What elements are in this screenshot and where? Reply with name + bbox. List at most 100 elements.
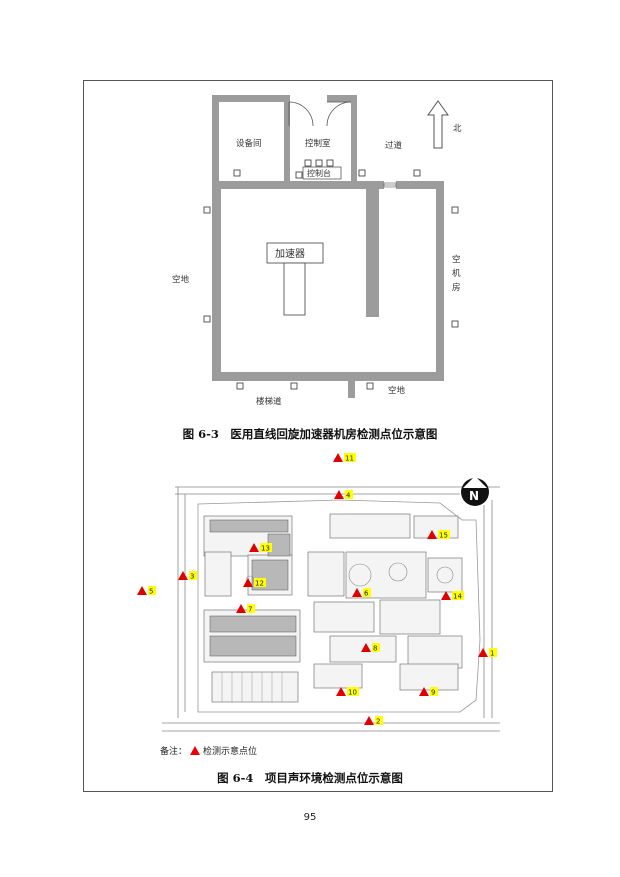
marker-label-bg (260, 543, 272, 552)
detection-point-square (451, 206, 459, 214)
detection-marker-15: 15 (427, 530, 450, 540)
marker-number: 15 (439, 532, 448, 540)
stairway-label: 楼梯道 (256, 396, 282, 407)
detection-markers: 11 4 15 13 3 12 5 6 14 7 8 1 10 9 2 (137, 453, 497, 726)
building-block (413, 515, 459, 539)
detection-marker-10: 10 (336, 687, 359, 697)
marker-triangle-icon (178, 571, 188, 580)
detection-marker-11: 11 (333, 453, 356, 463)
detection-point-square (413, 169, 421, 177)
ac-room-label-2: 机 (452, 268, 461, 279)
marker-legend-icon (190, 746, 201, 755)
marker-label-bg (372, 643, 380, 652)
detection-marker-2: 2 (364, 716, 383, 726)
north-label: 北 (453, 124, 462, 134)
landscape-circle (388, 562, 408, 582)
building-block (407, 635, 463, 669)
marker-triangle-icon (137, 586, 147, 595)
marker-label-bg (363, 588, 371, 597)
detection-marker-7: 7 (236, 604, 255, 614)
marker-label-bg (430, 687, 438, 696)
marker-number: 4 (346, 492, 351, 500)
marker-label-bg (345, 490, 353, 499)
marker-number: 6 (364, 590, 369, 598)
console-box (302, 166, 342, 180)
marker-number: 2 (376, 718, 380, 726)
building-block (204, 551, 232, 597)
svg-text:N: N (469, 489, 479, 503)
marker-triangle-icon (236, 604, 246, 613)
accelerator-label: 加速器 (275, 248, 305, 260)
marker-number: 9 (431, 689, 435, 697)
legend-note: 备注： 检测示意点位 (160, 744, 257, 757)
marker-triangle-icon (419, 687, 429, 696)
marker-number: 11 (345, 455, 354, 463)
detection-point-square (326, 159, 334, 167)
figure-6-3-floor-plan: 北 设备间 控制室 过道 控制台 加速器 空地 空 机 房 楼梯道 空地 (172, 95, 462, 407)
open-space-bottom-label: 空地 (388, 385, 406, 396)
marker-triangle-icon (361, 643, 371, 652)
wall-segment (212, 372, 444, 381)
marker-label-bg (254, 578, 266, 587)
detection-marker-5: 5 (137, 586, 156, 596)
marker-label-bg (375, 716, 383, 725)
building-block (345, 551, 427, 599)
marker-label-bg (438, 530, 450, 539)
door-arc (288, 101, 314, 127)
marker-number: 5 (149, 588, 153, 596)
figure-6-3-caption: 图 6-3 医用直线回旋加速器机房检测点位示意图 (182, 427, 438, 441)
detection-marker-14: 14 (441, 591, 464, 601)
detection-marker-1: 1 (478, 648, 497, 658)
note-prefix: 备注： (160, 747, 188, 757)
wall-segment (284, 95, 290, 187)
detection-point-square (290, 382, 298, 390)
landscape-circle (348, 563, 372, 587)
open-space-left-label: 空地 (172, 274, 190, 285)
marker-triangle-icon (364, 716, 374, 725)
marker-triangle-icon (427, 530, 437, 539)
marker-triangle-icon (334, 490, 344, 499)
corridor-label: 过道 (385, 140, 403, 151)
marker-label-bg (189, 571, 197, 580)
detection-marker-9: 9 (419, 687, 438, 697)
detection-point-square (451, 320, 459, 328)
wall-segment (348, 378, 355, 398)
detection-point-square (304, 159, 312, 167)
page-frame (83, 80, 553, 792)
wall-segment (212, 95, 219, 187)
marker-number: 7 (248, 606, 252, 614)
hatched-roof (209, 615, 297, 633)
note-text: 检测示意点位 (203, 747, 258, 757)
parking-area (211, 671, 299, 703)
marker-number: 12 (255, 580, 264, 588)
marker-label-bg (452, 591, 464, 600)
marker-number: 3 (190, 573, 194, 581)
treatment-couch (283, 262, 306, 316)
marker-number: 10 (348, 689, 357, 697)
detection-marker-12: 12 (243, 578, 266, 588)
wall-segment (327, 95, 357, 102)
figure-6-4-site-plan: N 11 4 15 13 3 12 5 6 14 7 8 1 10 9 2 (137, 453, 500, 732)
marker-triangle-icon (441, 591, 451, 600)
console-detection-points (295, 159, 334, 179)
detection-point-square (203, 315, 211, 323)
detection-point-square (295, 171, 303, 179)
marker-triangle-icon (352, 588, 362, 597)
wall-segment (366, 181, 379, 317)
marker-number: 13 (261, 545, 270, 553)
building-block (427, 557, 463, 593)
detection-point-square (358, 169, 366, 177)
detection-marker-6: 6 (352, 588, 371, 598)
detection-marker-8: 8 (361, 643, 380, 653)
marker-number: 14 (453, 593, 462, 601)
detection-point-square (233, 169, 241, 177)
building-block (399, 663, 459, 691)
figure-6-4-caption: 图 6-4 项目声环境检测点位示意图 (217, 771, 403, 785)
building-block (313, 663, 363, 689)
wall-segment (396, 181, 444, 189)
ac-room-label-3: 房 (452, 282, 461, 293)
marker-label-bg (247, 604, 255, 613)
building-block (307, 551, 345, 597)
marker-triangle-icon (249, 543, 259, 552)
wall-segment (212, 181, 384, 189)
